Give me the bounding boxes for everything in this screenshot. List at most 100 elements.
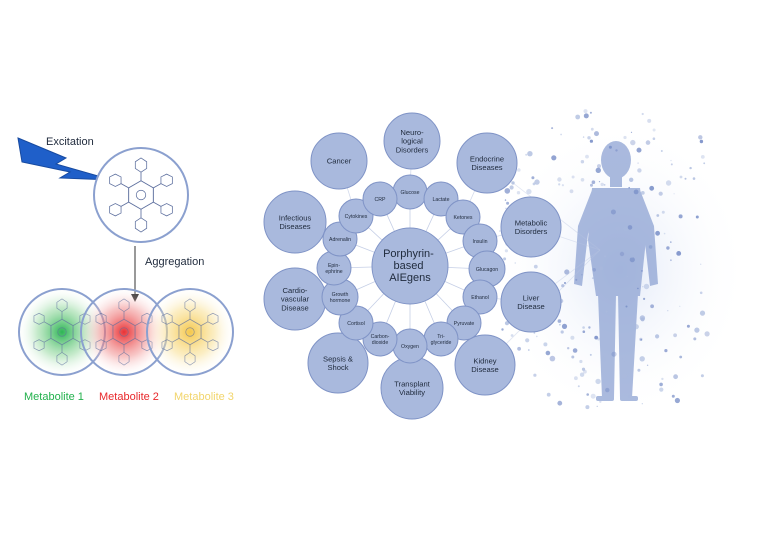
particle-dot [598,219,601,222]
particle-dot [649,185,655,191]
particle-dot [673,193,675,195]
particle-dot [630,131,633,133]
particle-dot [652,137,656,140]
particle-dot [526,188,532,195]
particle-dot [549,355,556,362]
metabolite-node: Glucagon [468,250,506,288]
particle-dot [561,323,568,329]
particle-dot [659,382,663,387]
particle-dot [589,111,592,114]
disease-node-label: Cancer [327,157,352,166]
particle-dot [525,338,530,343]
lightning-icon [17,137,113,181]
particle-dot [670,241,672,243]
particle-dot [560,330,564,334]
particle-dot [575,114,581,120]
particle-dot [679,355,683,359]
particle-dot [590,183,593,187]
metabolite-node-circle [338,198,374,234]
particle-dot [543,342,548,347]
particle-dot [615,149,618,152]
metabolite-node-label: Ketones [453,215,472,221]
metabolite-node-label: Insulin [473,239,488,245]
excitation-label: Excitation [46,136,94,148]
particle-dot [561,184,565,187]
particle-dot [676,251,682,256]
particle-dot [557,177,562,182]
particle-dot [629,177,634,182]
disease-node-circle [307,332,369,394]
particle-dot [533,264,538,269]
particle-dot [619,251,625,257]
metabolite-node: Tri-glyceride [423,321,459,357]
particle-dot [514,262,516,264]
particle-dot [517,346,521,351]
particle-dot [613,364,615,366]
disease-node: Sepsis &Shock [307,332,369,394]
particle-dot [641,403,643,405]
particle-dot [626,275,628,278]
particle-dot [625,189,629,192]
particle-dot [622,357,627,362]
particle-dot [633,189,639,195]
particle-dot [640,191,645,195]
particle-dot [663,232,666,235]
disease-node-circle [456,132,518,194]
particle-dot [574,376,578,381]
particle-dot [587,136,591,140]
particle-dot [642,286,644,288]
particle-dot [627,225,633,230]
particle-dot [646,364,649,366]
particle-dot [531,176,535,180]
particle-dot [578,225,581,228]
particle-dot [637,287,639,290]
particle-dot [664,349,668,353]
particle-dot [590,127,594,131]
particle-dot [586,393,589,396]
particle-dot [608,145,612,149]
particle-dot [623,163,629,170]
particle-dot [700,155,705,159]
particle-dot [628,186,630,189]
particle-dot [551,127,554,130]
particle-dot [667,310,669,312]
particle-dot [546,392,551,397]
particle-dot [632,320,634,322]
particle-dot [595,167,601,173]
particle-dot [643,283,650,290]
particle-dot [605,310,608,313]
particle-dot [647,118,652,123]
center-node-label: Porphyrin- based AIEgens [383,248,437,284]
particle-dot [629,257,635,263]
metabolite-node-circle [462,279,498,315]
particle-dot [591,180,596,184]
particle-dot [686,324,690,328]
particle-dot [678,214,683,219]
particle-dot [641,270,643,272]
particle-dot [558,183,561,186]
particle-dot [659,387,664,392]
metabolite-node-label: Oxygen [401,344,419,350]
particle-dot [693,337,697,341]
particle-dot [572,348,578,353]
particle-dot [600,182,604,187]
particle-dot [579,372,585,377]
particle-dot [517,168,521,172]
center-node: Porphyrin- based AIEgens [371,227,449,305]
particle-dot [504,249,508,253]
particle-dot [557,319,562,323]
left-panel: Excitation Aggregation Metabolite 1 Meta… [17,136,235,403]
particle-dot [700,374,704,378]
particle-dot [627,395,631,398]
particle-dot [589,353,592,356]
particle-dot [503,257,507,261]
particle-dot [516,191,521,195]
